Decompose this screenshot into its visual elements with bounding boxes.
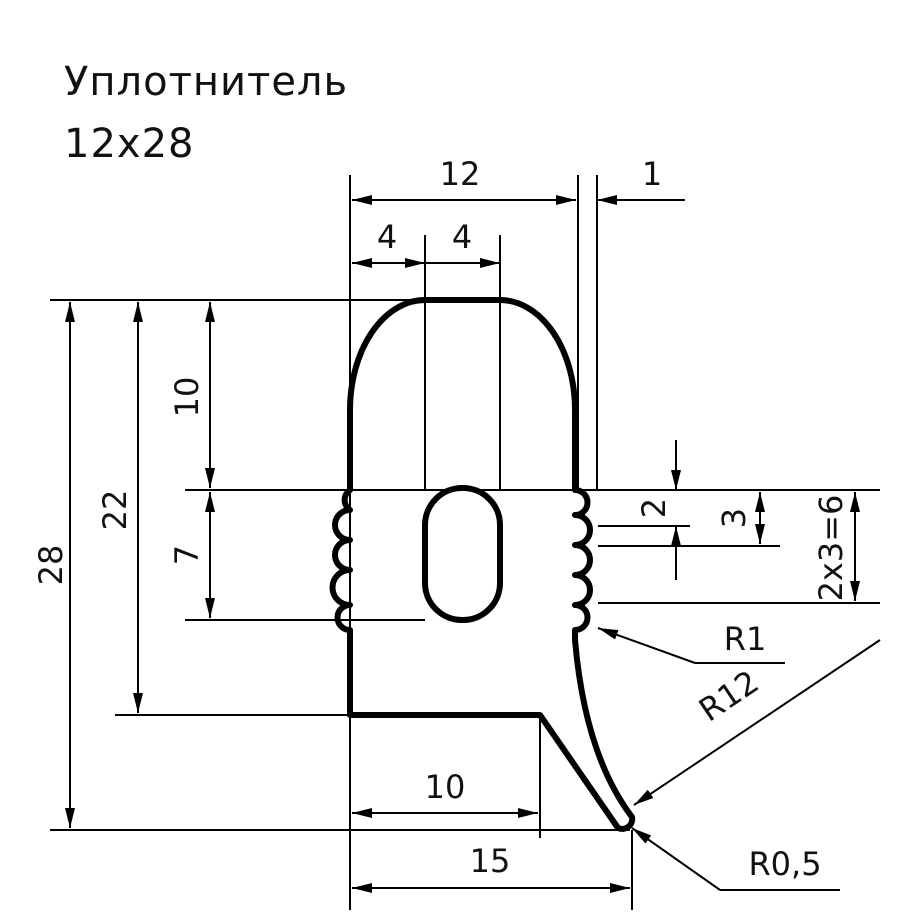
dim-body-height: 22 <box>96 490 134 531</box>
dim-offset-right: 1 <box>642 155 662 193</box>
seal-profile <box>329 297 636 832</box>
dim-radius-small: R1 <box>724 620 767 658</box>
leader-lines <box>597 627 881 891</box>
dim-total-height: 28 <box>32 545 70 586</box>
title-line-2: 12x28 <box>64 121 195 167</box>
dim-groove-series: 2x3=6 <box>812 495 850 602</box>
dimension-lines <box>65 195 860 893</box>
cavity-oval <box>422 485 503 623</box>
title-line-1: Уплотнитель <box>64 59 349 105</box>
dim-top-height: 10 <box>168 377 206 418</box>
dim-overall-width: 15 <box>470 842 511 880</box>
dim-tip-radius: R0,5 <box>748 845 821 883</box>
dim-width-top: 12 <box>440 155 481 193</box>
dim-groove-pitch: 3 <box>715 508 753 528</box>
dim-groove-zone: 7 <box>168 545 206 565</box>
dim-left-quarter: 4 <box>377 218 397 256</box>
dim-radius-lip: R12 <box>692 663 765 730</box>
dim-right-quarter: 4 <box>452 218 472 256</box>
dim-groove-depth: 2 <box>635 498 673 518</box>
dim-base-width: 10 <box>425 768 466 806</box>
extension-lines <box>50 175 880 910</box>
